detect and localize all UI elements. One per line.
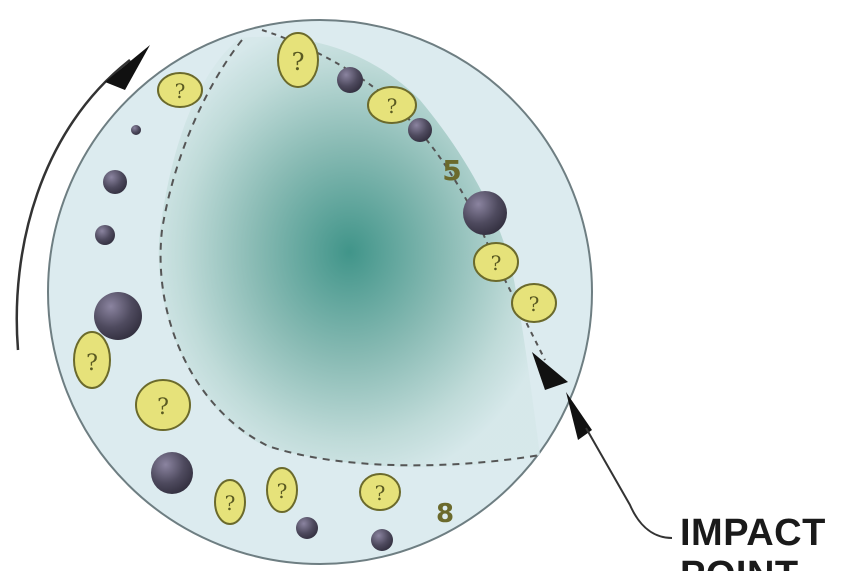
- particle-label: ?: [491, 251, 502, 275]
- dark-particle: [337, 67, 363, 93]
- dark-particle: [408, 118, 432, 142]
- yellow-particle: ?: [368, 87, 416, 123]
- impact-point-label-line2: POINT: [680, 556, 799, 571]
- dark-particle: [103, 170, 127, 194]
- particle-label: ?: [175, 79, 186, 103]
- dark-particle: [95, 225, 115, 245]
- yellow-particle: ?: [267, 468, 297, 512]
- dark-particle: [94, 292, 142, 340]
- particle-label: ?: [225, 491, 236, 515]
- particle-label: 5: [442, 154, 461, 187]
- yellow-particle: ?: [278, 33, 318, 87]
- yellow-particle: ?: [136, 380, 190, 430]
- yellow-particle: ?: [512, 284, 556, 322]
- dark-particle: [463, 191, 507, 235]
- dark-particle: [371, 529, 393, 551]
- particle-label: ?: [529, 292, 540, 316]
- yellow-particle: ?: [360, 474, 400, 510]
- yellow-particle: ?: [474, 243, 518, 281]
- dark-particle: [131, 125, 141, 135]
- particle-label: ?: [292, 48, 305, 76]
- particle-label: ?: [157, 395, 169, 420]
- particle-label: ?: [387, 94, 398, 118]
- yellow-particle: ?: [74, 332, 110, 388]
- particle-label: 8: [436, 499, 454, 529]
- dark-particle: [151, 452, 193, 494]
- particle-label: ?: [375, 481, 386, 505]
- impact-point-label-line1: IMPACT: [680, 514, 826, 552]
- yellow-particle: ?: [215, 480, 245, 524]
- rotation-arrow-icon: [105, 45, 150, 90]
- particle-label: ?: [86, 351, 98, 376]
- yellow-particle: 8: [436, 499, 454, 529]
- yellow-particle: 5: [442, 154, 461, 187]
- yellow-particle: ?: [158, 73, 202, 107]
- particle-label: ?: [277, 479, 288, 503]
- callout-leader: [586, 428, 672, 538]
- dark-particle: [296, 517, 318, 539]
